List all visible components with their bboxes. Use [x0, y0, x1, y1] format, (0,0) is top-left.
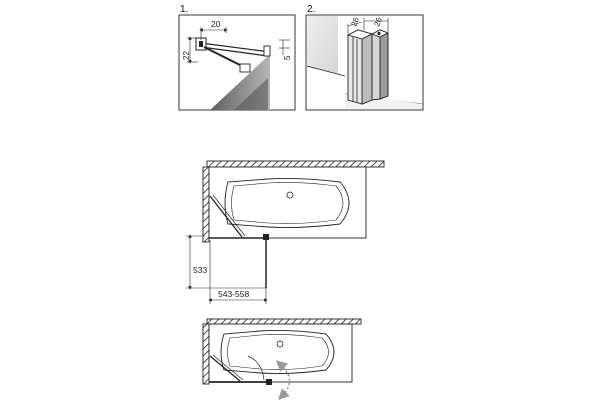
plan-hinge [263, 234, 269, 240]
detail-2-wall-profile [346, 29, 390, 105]
detail-1-glass-shadow [234, 78, 268, 110]
detail-1-right-clamp [263, 45, 271, 57]
swing-bathtub-basin [220, 329, 335, 375]
swing-direction-arrow-icon [275, 360, 291, 400]
detail-2-panel: 2. 26 26 [305, 4, 424, 111]
detail-1-clamp [239, 63, 251, 73]
swing-hinge [266, 379, 272, 385]
detail-2-step-label: 2. [307, 4, 315, 15]
swing-top-wall [206, 318, 362, 325]
detail-1-connector-rod [203, 46, 247, 69]
detail-2-dim-line-left [347, 21, 363, 27]
detail-1-dim-right: 5 [283, 55, 292, 60]
plan-top-wall [206, 160, 385, 168]
detail-2-dim-right: 26 [372, 16, 384, 28]
swing-view [202, 318, 362, 400]
detail-2-dim-left: 26 [349, 16, 361, 28]
swing-inner-arc [247, 355, 265, 381]
detail-1-dim-top: 20 [211, 19, 221, 29]
swing-left-wall [202, 323, 210, 385]
detail-1-step-label: 1. [180, 4, 188, 15]
plan-folding-panel [209, 195, 243, 238]
plan-bathtub-basin [224, 177, 350, 229]
detail-2-wall [307, 16, 338, 74]
swing-drain-icon [276, 340, 284, 348]
detail-1-dim-left: 22 [182, 51, 191, 60]
detail-1-stabilizer-bar [200, 42, 271, 53]
plan-drain-icon [286, 191, 294, 199]
plan-left-wall [202, 166, 210, 243]
plan-view: 533 543-558 [186, 160, 385, 304]
swing-folding-panel [209, 355, 241, 382]
plan-dim-horizontal: 543-558 [218, 289, 249, 299]
detail-1-panel: 1. 20 22 5 [178, 4, 296, 111]
plan-dim-vertical: 533 [193, 265, 207, 275]
